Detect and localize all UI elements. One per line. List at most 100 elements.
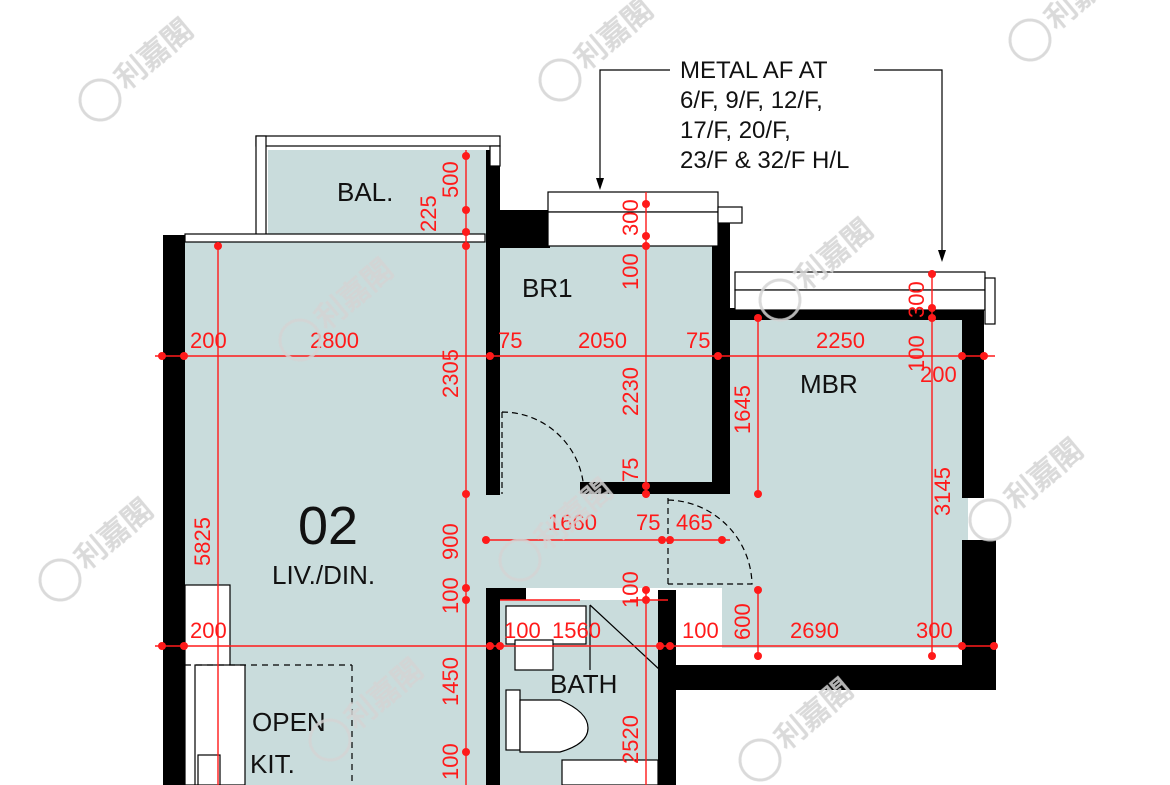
br1-label: BR1 [522, 273, 573, 303]
af-note-line1: METAL AF AT [680, 57, 828, 84]
af-note-line4: 23/F & 32/F H/L [680, 147, 849, 174]
dim-h75-b: 75 [686, 328, 710, 353]
dim-v500: 500 [438, 161, 463, 198]
dim-h100-b: 100 [682, 618, 719, 643]
balcony-rail-outer [255, 135, 501, 147]
dim-v100-bath: 100 [618, 571, 643, 608]
mbr-area [722, 318, 967, 648]
af-hood-mbr-side [984, 277, 996, 325]
wall-left [163, 235, 185, 785]
window-sill-living [184, 233, 486, 243]
watermark-text: 利嘉閣 [569, 0, 660, 77]
watermark-logo-icon [738, 738, 782, 782]
wall-br1-left [486, 245, 500, 495]
shower-tray [561, 759, 659, 785]
kitchen-label-line2: KIT. [250, 749, 295, 779]
door-swing-icon-bath [589, 604, 661, 671]
dim-h200-left: 200 [190, 328, 227, 353]
wall-br1-bottom [580, 482, 730, 494]
kitchen-sink [197, 754, 221, 785]
wall-bath-left [486, 590, 500, 785]
dim-v1645: 1645 [730, 385, 755, 434]
watermark-logo-icon [968, 498, 1012, 542]
af-hood-br1-side [717, 206, 743, 224]
watermark-logo-icon [78, 78, 122, 122]
wall-bath-right [658, 590, 676, 785]
dim-h200-low: 200 [190, 618, 227, 643]
dim-v225: 225 [416, 195, 441, 232]
dim-h75-c: 75 [636, 510, 660, 535]
dim-h2690: 2690 [790, 618, 839, 643]
wall-bottom-right [660, 665, 996, 690]
dim-h2250: 2250 [816, 328, 865, 353]
dim-v600: 600 [730, 603, 755, 640]
bedroom1-area [488, 245, 716, 490]
watermark-logo-icon [498, 538, 542, 582]
balcony-rail-right [489, 145, 501, 167]
floor-areas [178, 150, 968, 785]
dim-v100-a: 100 [438, 577, 463, 614]
dim-h1660: 1660 [548, 510, 597, 535]
dim-h1560: 1560 [552, 618, 601, 643]
bath-fixtures [505, 605, 659, 785]
dim-v1450: 1450 [438, 657, 463, 706]
bath-label: BATH [550, 669, 617, 699]
dim-v300-mbr: 300 [904, 281, 929, 318]
watermark-text: 利嘉閣 [69, 492, 160, 577]
wall-top-balcony [486, 150, 500, 245]
wall-mbr-top [722, 308, 972, 320]
wall-br1-right [712, 212, 730, 492]
dim-h100-a: 100 [504, 618, 541, 643]
dimension-ticks [158, 152, 998, 756]
dim-h2050: 2050 [578, 328, 627, 353]
dim-v300-br1: 300 [618, 199, 643, 236]
door-swing-icon [501, 411, 585, 495]
wall-br1-top [500, 210, 550, 248]
dim-v100-br1: 100 [618, 253, 643, 290]
watermark-logo-icon [308, 718, 352, 762]
balcony-label: BAL. [337, 177, 393, 207]
dim-v2305: 2305 [438, 349, 463, 398]
dim-v3145: 3145 [930, 467, 955, 516]
watermark-logo-icon [38, 558, 82, 602]
dim-h200-right: 200 [920, 362, 957, 387]
dim-v2520: 2520 [618, 715, 643, 764]
dim-v100-c: 100 [438, 743, 463, 780]
balcony-area [268, 150, 488, 240]
watermark-logo-icon [758, 278, 802, 322]
vanity [514, 639, 554, 671]
af-note-leader [596, 69, 946, 262]
unit-type-label: LIV./DIN. [272, 560, 375, 590]
watermark-text: 利嘉閣 [999, 432, 1090, 517]
af-note-line3: 17/F, 20/F, [680, 117, 791, 144]
dim-h465: 465 [676, 510, 713, 535]
watermark-logo-icon [278, 318, 322, 362]
af-note-line2: 6/F, 9/F, 12/F, [680, 87, 823, 114]
dimension-texts-vertical: 500 225 2305 5825 100 900 1450 100 100 3… [190, 161, 955, 780]
dim-h300: 300 [916, 618, 953, 643]
mbr-label: MBR [800, 369, 858, 399]
dim-v100-mbr: 100 [904, 335, 929, 372]
af-hood-br1-ledge [547, 211, 719, 247]
walls [163, 150, 996, 785]
dimension-texts-horizontal: 200 2800 75 2050 75 2250 200 1660 75 465… [190, 328, 957, 643]
outlines [184, 135, 996, 785]
dim-v2230: 2230 [618, 367, 643, 416]
watermark-text: 利嘉閣 [1039, 0, 1130, 37]
balcony-rail-side [255, 135, 267, 237]
dim-v900: 900 [438, 523, 463, 560]
watermark-logo-icon [1008, 18, 1052, 62]
wall-mbr-right [962, 308, 984, 498]
dim-h75-a: 75 [498, 328, 522, 353]
af-hood-mbr-ledge [734, 289, 986, 311]
corridor-area [488, 490, 968, 588]
kitchen-label-line1: OPEN [252, 707, 326, 737]
toilet-icon [519, 699, 589, 753]
wall-bath-top [486, 588, 526, 600]
watermark-logo-icon [538, 58, 582, 102]
cistern [505, 689, 521, 751]
watermark-text: 利嘉閣 [109, 12, 200, 97]
dim-v75: 75 [618, 458, 643, 482]
unit-number: 02 [298, 496, 358, 556]
